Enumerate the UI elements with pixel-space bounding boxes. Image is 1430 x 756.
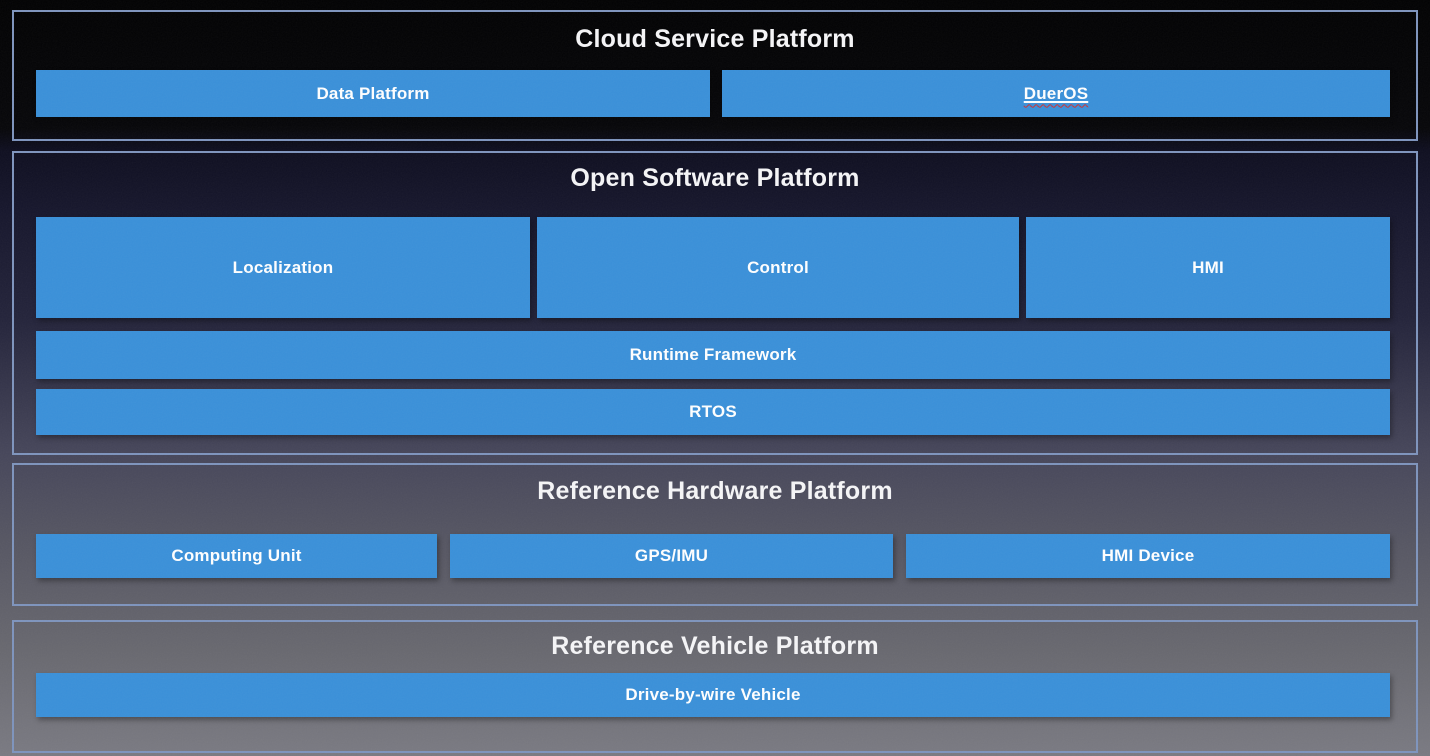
open-software-platform-title: Open Software Platform [570, 164, 860, 192]
hmi-device-label: HMI Device [1101, 546, 1195, 565]
box-dueros: DuerOS [722, 70, 1390, 117]
dueros-spellcheck-underline: DuerOS [1023, 83, 1089, 103]
localization-label: Localization [232, 257, 334, 277]
box-runtime-framework: Runtime Framework [36, 331, 1390, 379]
box-localization: Localization [36, 217, 530, 318]
box-gps-imu: GPS/IMU [450, 534, 893, 578]
cloud-service-platform-title: Cloud Service Platform [575, 25, 855, 53]
runtime-framework-label: Runtime Framework [629, 345, 797, 364]
box-computing-unit: Computing Unit [36, 534, 437, 578]
hmi-label: HMI [1192, 257, 1224, 277]
drive-by-wire-vehicle-label: Drive-by-wire Vehicle [625, 685, 801, 704]
section-reference-vehicle-platform: Reference Vehicle Platform Drive-by-wire… [12, 620, 1418, 753]
box-hmi: HMI [1026, 217, 1390, 318]
section-cloud-service-platform: Cloud Service Platform Data Platform Due… [12, 10, 1418, 141]
reference-hardware-platform-title: Reference Hardware Platform [537, 477, 893, 505]
computing-unit-label: Computing Unit [171, 546, 302, 565]
reference-vehicle-platform-title: Reference Vehicle Platform [551, 632, 879, 660]
section-reference-hardware-platform: Reference Hardware Platform Computing Un… [12, 463, 1418, 606]
data-platform-label: Data Platform [316, 83, 430, 103]
section-open-software-platform: Open Software Platform Localization Cont… [12, 151, 1418, 455]
box-rtos: RTOS [36, 389, 1390, 435]
dueros-label: DuerOS [1024, 84, 1089, 104]
rtos-label: RTOS [689, 402, 737, 421]
control-label: Control [747, 257, 809, 277]
box-data-platform: Data Platform [36, 70, 710, 117]
box-control: Control [537, 217, 1019, 318]
gps-imu-label: GPS/IMU [634, 546, 709, 565]
box-hmi-device: HMI Device [906, 534, 1390, 578]
box-drive-by-wire-vehicle: Drive-by-wire Vehicle [36, 673, 1390, 717]
